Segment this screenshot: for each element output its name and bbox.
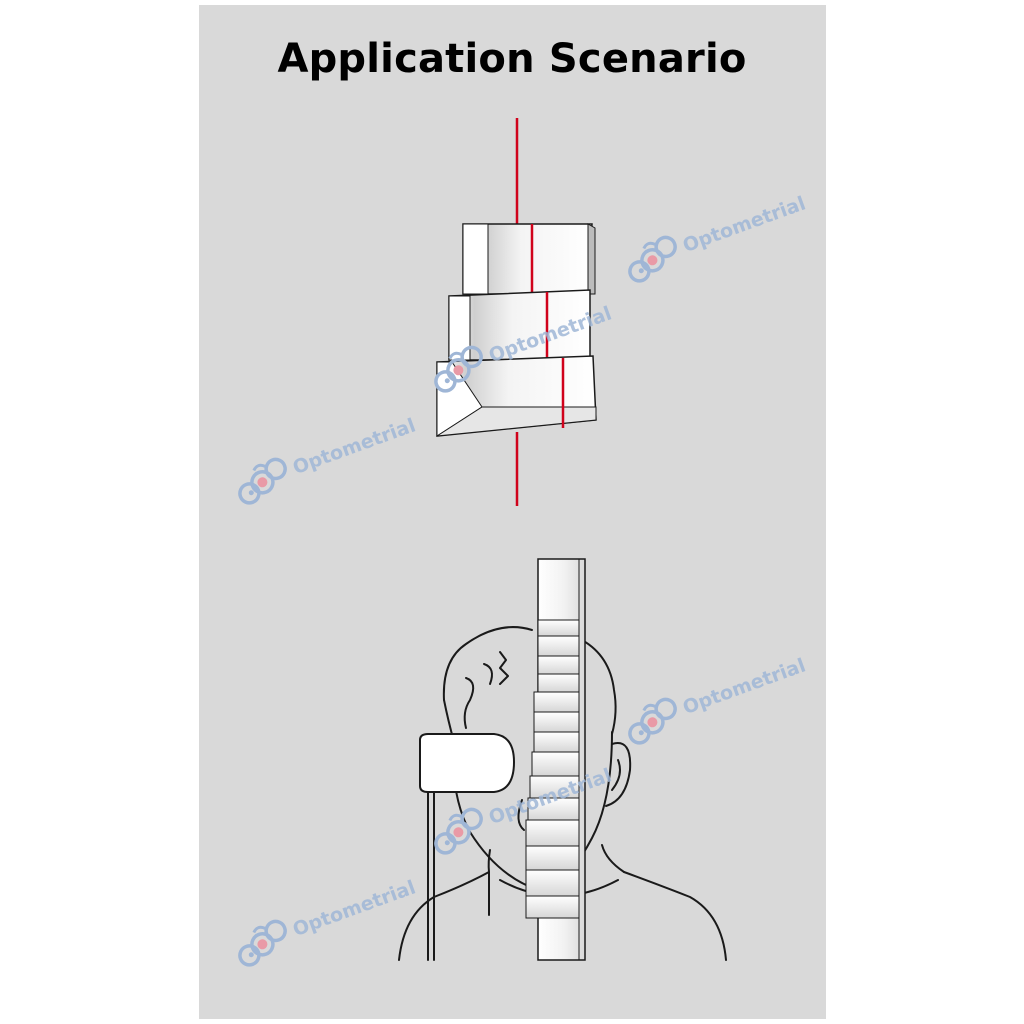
three-bubble-logo-icon	[426, 805, 491, 858]
prism-top	[462, 223, 596, 295]
prism-stack-illustration	[436, 118, 597, 506]
watermark-text: Optometrial	[680, 654, 809, 719]
watermark-4: Optometrial	[620, 654, 809, 748]
watermark-3: Optometrial	[230, 414, 419, 508]
prism-bar	[525, 558, 586, 961]
three-bubble-logo-icon	[230, 455, 295, 508]
three-bubble-logo-icon	[230, 917, 295, 970]
watermark-1: Optometrial	[620, 192, 809, 286]
watermark-6: Optometrial	[230, 876, 419, 970]
three-bubble-logo-icon	[620, 695, 685, 748]
three-bubble-logo-icon	[620, 233, 685, 286]
occluder-paddle	[419, 733, 515, 793]
watermark-text: Optometrial	[680, 192, 809, 257]
watermark-text: Optometrial	[290, 414, 419, 479]
page-title: Application Scenario	[277, 36, 747, 82]
watermark-text: Optometrial	[290, 876, 419, 941]
illustration-panel	[199, 5, 826, 1019]
